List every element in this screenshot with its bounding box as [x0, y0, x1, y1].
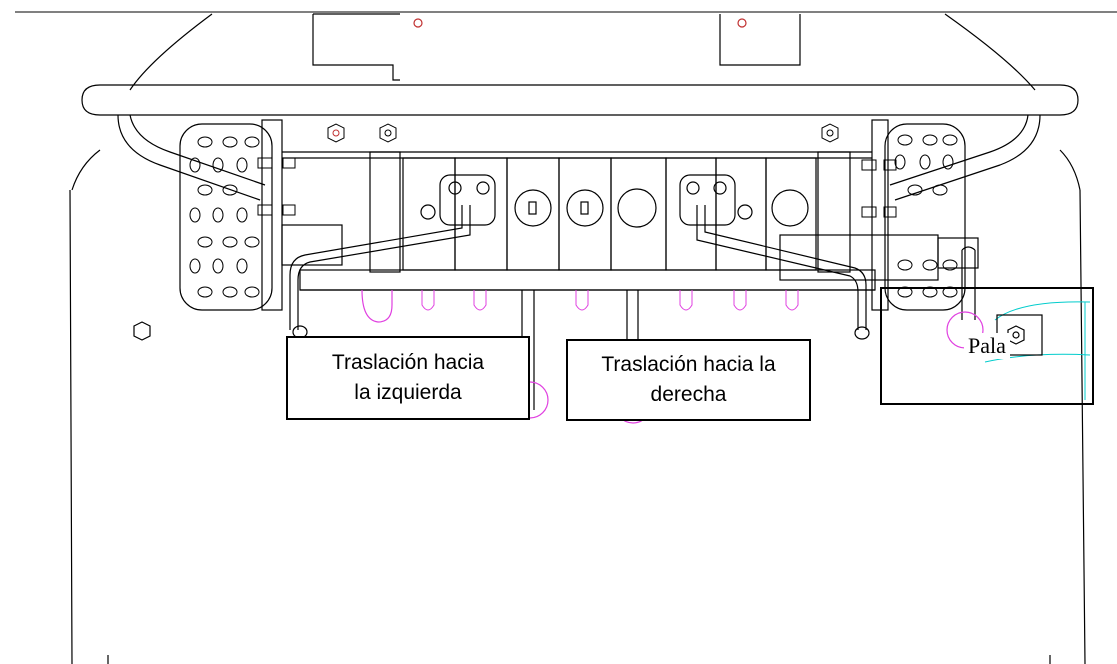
mount-hole-left	[413, 18, 423, 28]
linkage-left	[420, 174, 496, 226]
body-lower-shoulders	[71, 149, 1081, 191]
label-box-right-travel: Traslación hacia la derecha	[566, 339, 811, 421]
top-nuts	[327, 123, 839, 143]
plate-slots-right	[894, 134, 958, 298]
valve-block-left-cylinder	[369, 151, 401, 273]
shovel-nut-hole	[1012, 331, 1020, 339]
machine-body-outline	[69, 13, 1086, 664]
label-box-left-travel: Traslación hacia la izquierda	[286, 336, 530, 420]
right-cylinder	[779, 234, 939, 281]
label-shovel: Pala	[964, 333, 1010, 359]
valve-block-right-cylinder	[817, 151, 851, 273]
bar-left-loop	[117, 114, 266, 201]
bar-right-loop	[889, 114, 1041, 201]
label-center-line2: derecha	[650, 383, 727, 406]
lever-right-knob	[854, 326, 870, 340]
mount-plate-right	[719, 14, 801, 66]
label-center-line1: Traslación hacia la	[601, 353, 776, 376]
label-left-line2: la izquierda	[354, 381, 462, 404]
side-bolt	[133, 321, 151, 341]
linkage-right	[679, 174, 753, 226]
valve-faces	[514, 188, 809, 228]
mount-hole-right	[737, 18, 747, 28]
perforated-plate-right	[884, 123, 966, 311]
right-cylinder-fitting	[937, 237, 979, 269]
left-fitting-block	[281, 224, 343, 266]
bracket-bolts	[257, 157, 897, 218]
lever-left-travel	[289, 205, 471, 330]
spool-tips	[421, 290, 799, 311]
elbow-fitting	[361, 289, 393, 323]
perforated-plate-left	[179, 123, 273, 311]
label-left-line1: Traslación hacia	[331, 351, 485, 374]
protective-bar	[81, 84, 1079, 116]
plate-slots-left	[189, 136, 260, 298]
lever-right-travel	[696, 205, 867, 330]
lever-shovel	[961, 246, 976, 320]
mount-plate-left	[312, 13, 400, 81]
label-box-shovel: Pala	[880, 287, 1094, 405]
